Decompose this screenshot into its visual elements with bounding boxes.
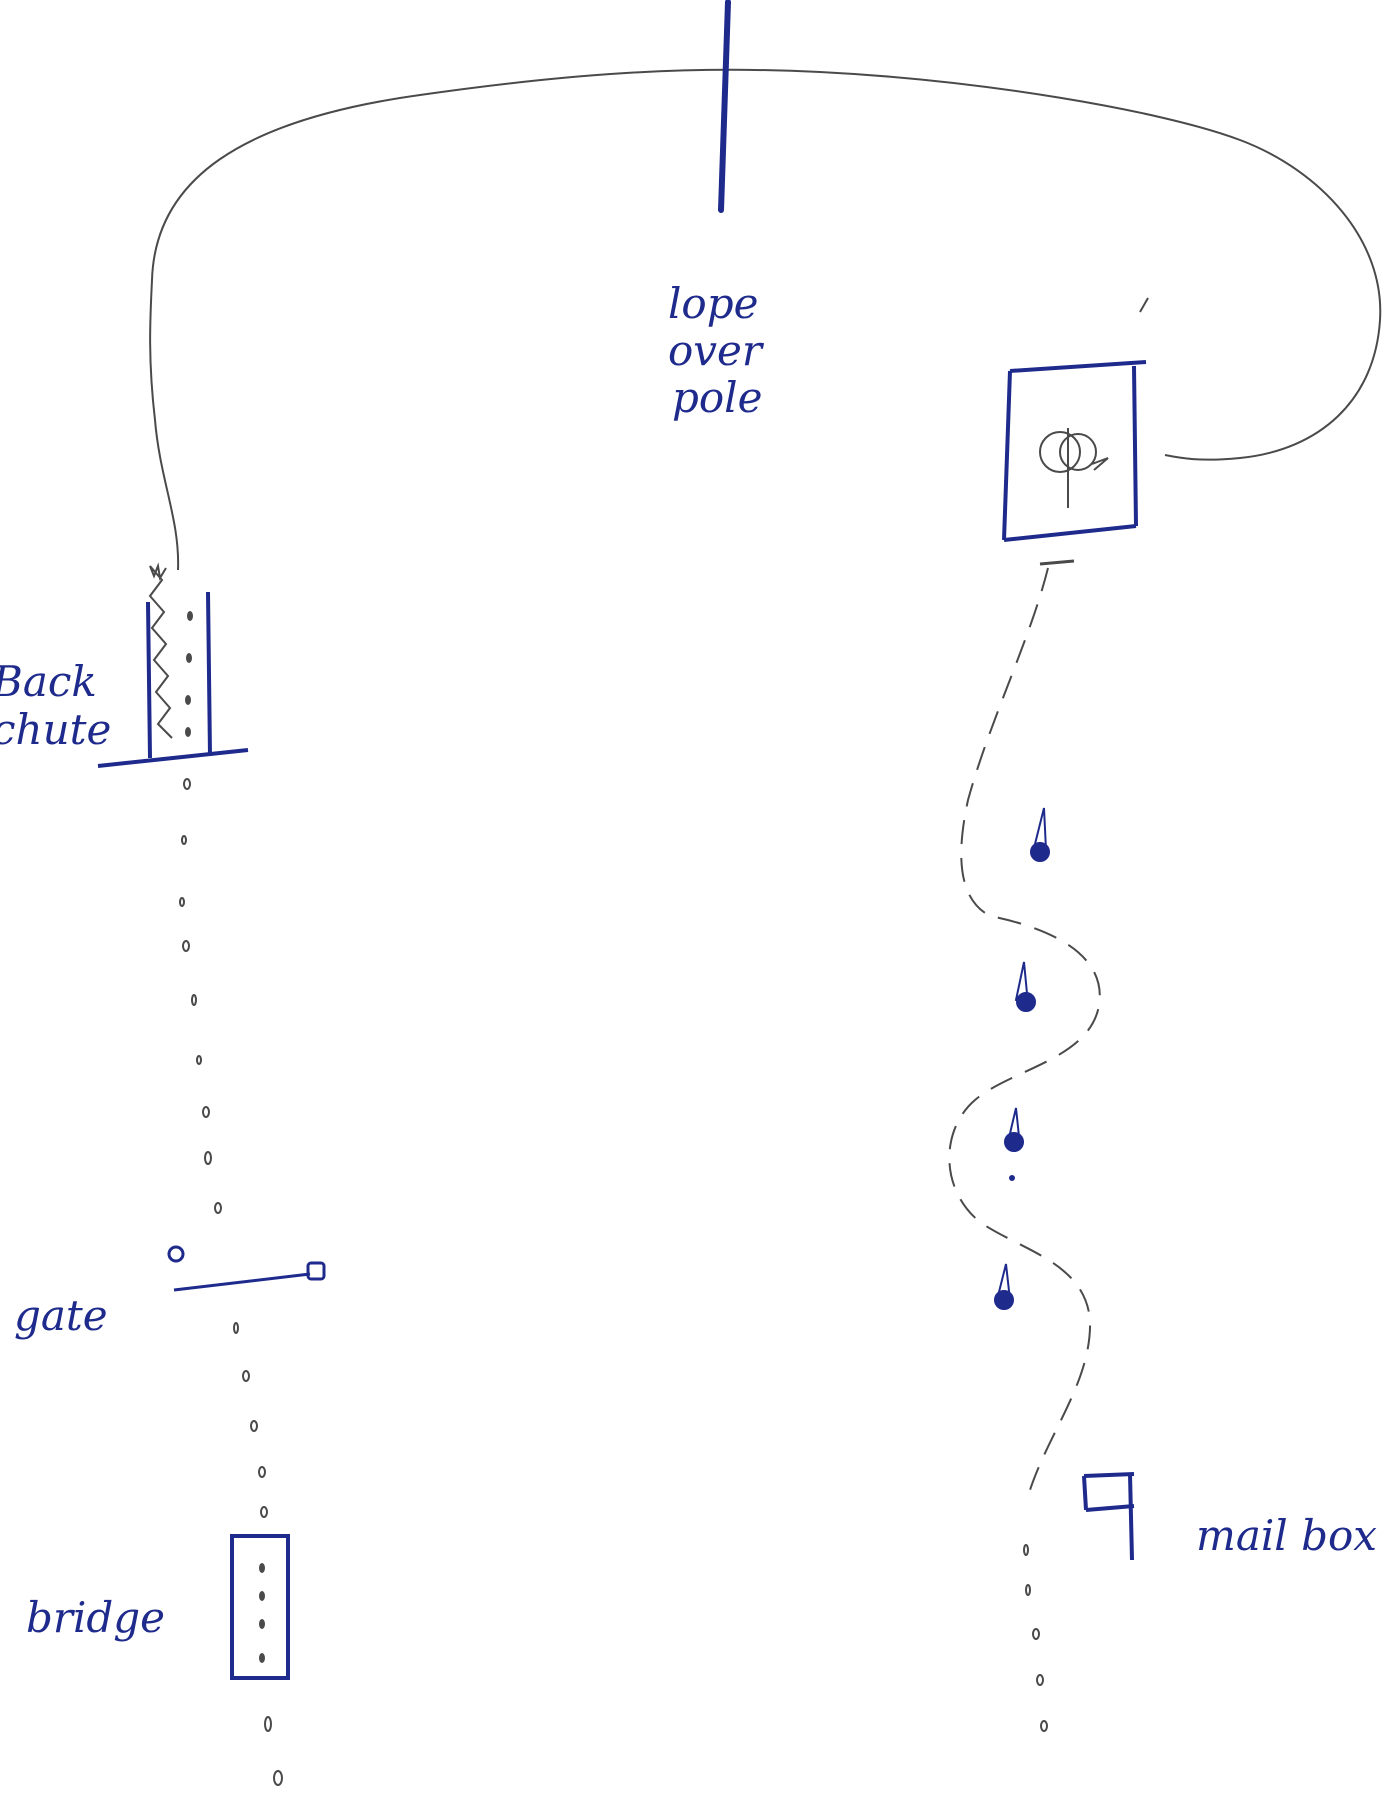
chute-zigzag bbox=[148, 565, 173, 739]
pole-marker bbox=[718, 0, 731, 213]
weave-path bbox=[948, 567, 1101, 1491]
start-box bbox=[1002, 360, 1147, 542]
back-chute-label-line1: Back bbox=[0, 657, 97, 706]
weave-pole-1 bbox=[1030, 807, 1050, 862]
back-chute-label-line2: chute bbox=[0, 705, 111, 754]
gate-label: gate bbox=[14, 1291, 108, 1340]
footprints-chute-to-gate bbox=[179, 778, 222, 1214]
bridge bbox=[230, 1534, 290, 1680]
footprints-after-mailbox bbox=[1023, 1544, 1048, 1732]
lope-label-line1: lope bbox=[668, 279, 758, 328]
lope-label-line2: over bbox=[668, 326, 765, 375]
weave-pole-4 bbox=[994, 1263, 1014, 1310]
lope-label-line3: pole bbox=[672, 373, 762, 422]
back-chute bbox=[97, 562, 249, 768]
footprints-gate-to-bridge bbox=[233, 1322, 268, 1518]
mail-box-label: mail box bbox=[1196, 1511, 1377, 1560]
box-exit-mark bbox=[1039, 559, 1075, 566]
box-symbol bbox=[1039, 428, 1109, 508]
weave-poles bbox=[994, 807, 1050, 1310]
mail-box bbox=[1082, 1472, 1135, 1561]
footprints-after-bridge bbox=[264, 1716, 283, 1786]
bridge-label: bridge bbox=[26, 1593, 165, 1642]
route-tick bbox=[1139, 297, 1149, 313]
weave-pole-3 bbox=[1004, 1107, 1024, 1181]
weave-pole-2 bbox=[1014, 961, 1036, 1012]
gate bbox=[167, 1245, 326, 1292]
route-path bbox=[149, 68, 1382, 571]
